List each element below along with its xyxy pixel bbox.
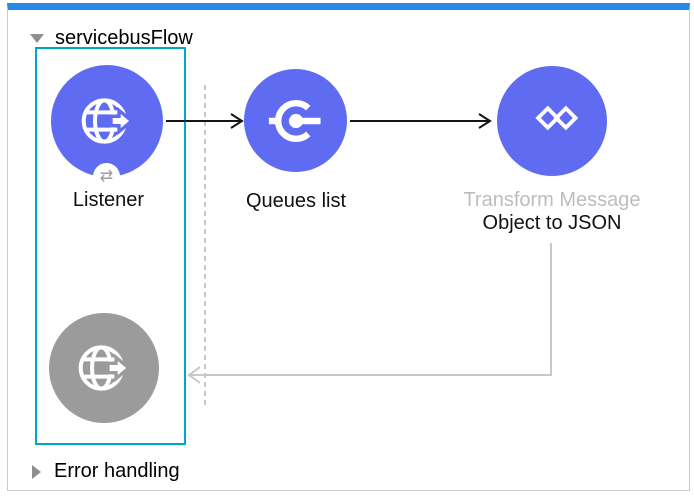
node-queues-list[interactable]	[244, 69, 347, 172]
source-selection-box[interactable]	[35, 47, 186, 445]
flow-title[interactable]: servicebusFlow	[55, 27, 193, 49]
service-bus-connector-icon	[268, 99, 321, 142]
node-label-transform-message: Transform Message	[463, 189, 641, 211]
exchange-arrows-icon: ⇄	[99, 167, 114, 185]
error-handling-label: Error handling	[54, 460, 180, 482]
dataweave-icon	[535, 105, 579, 131]
listener-exchange-badge[interactable]: ⇄	[93, 163, 120, 190]
node-response[interactable]	[49, 313, 159, 423]
node-label-listener: Listener	[72, 189, 145, 211]
node-label-queues-list: Queues list	[245, 190, 347, 212]
node-sublabel-object-to-json: Object to JSON	[482, 212, 622, 234]
flow-header[interactable]: servicebusFlow	[30, 27, 193, 50]
error-handling-header[interactable]: Error handling	[32, 460, 180, 483]
node-listener[interactable]	[51, 65, 163, 177]
triangle-right-icon[interactable]	[32, 464, 41, 479]
node-transform-message[interactable]	[497, 66, 607, 176]
triangle-down-icon[interactable]	[30, 34, 44, 43]
globe-arrow-icon	[78, 345, 132, 391]
globe-arrow-icon	[81, 98, 135, 144]
